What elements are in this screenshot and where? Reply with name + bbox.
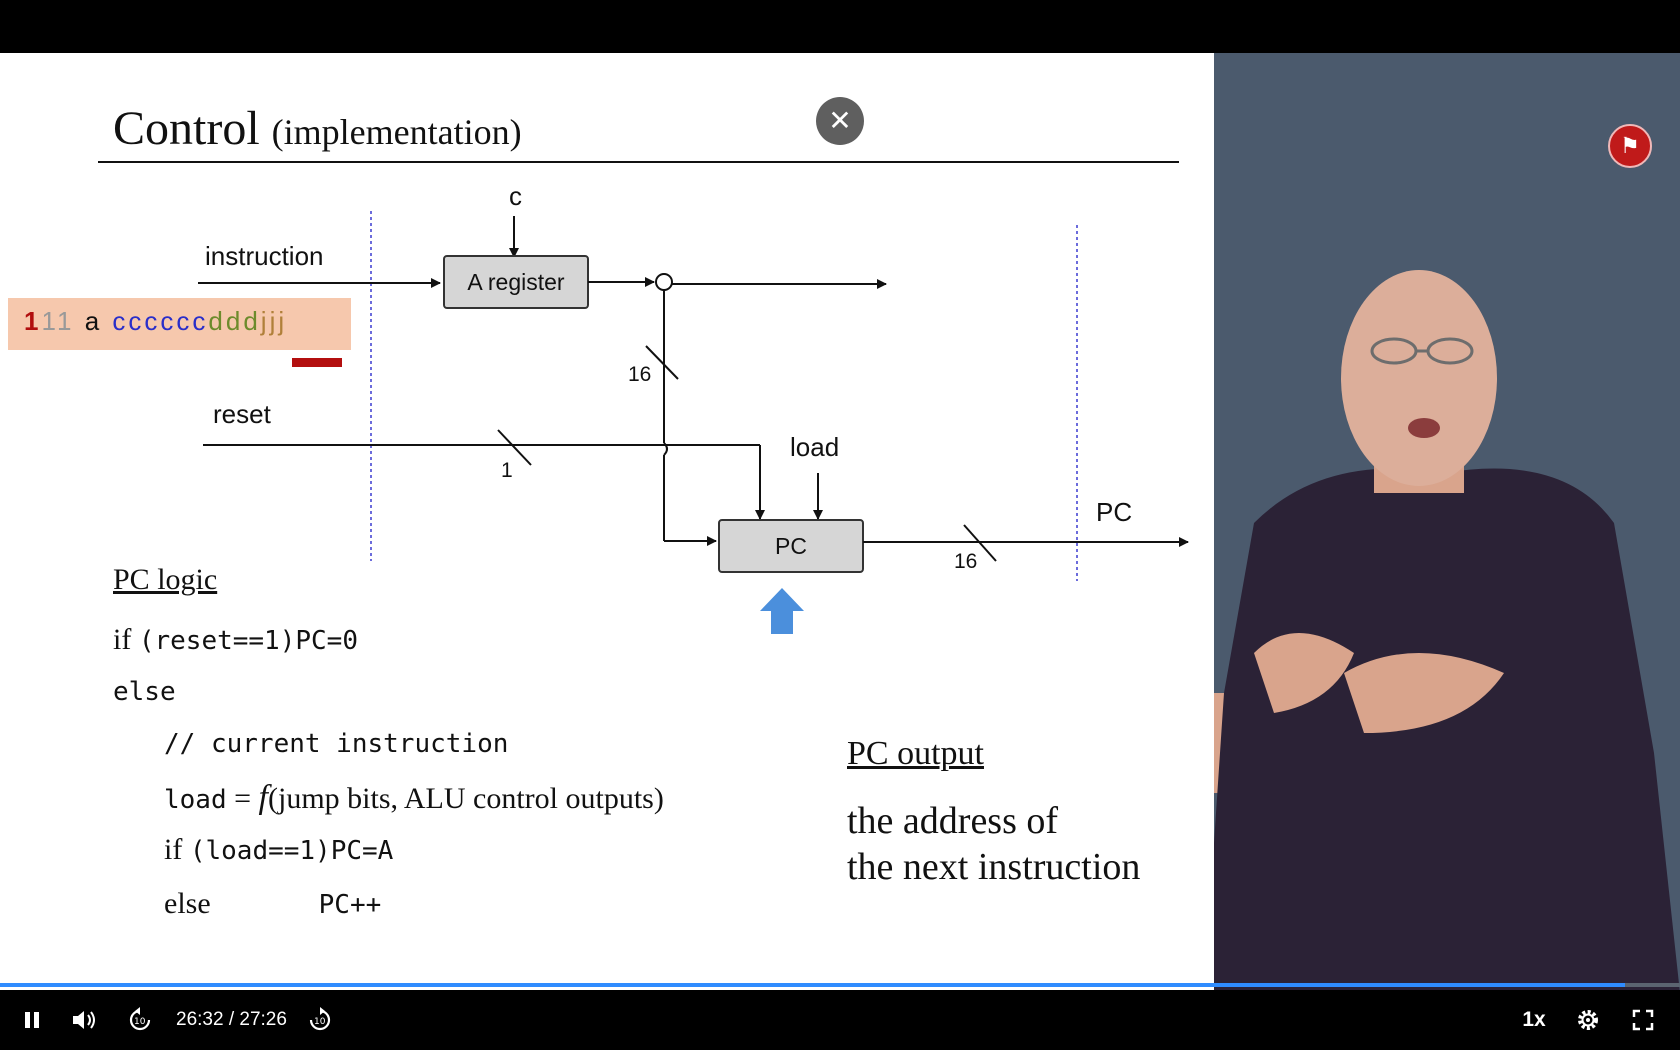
split-node: [655, 273, 673, 291]
pc-output-title: PC output: [847, 735, 984, 772]
presenter-video: [1146, 53, 1680, 993]
up-arrow-icon: [760, 588, 804, 634]
bus-slash-16b: [963, 524, 997, 562]
rewind-10-button[interactable]: 10: [120, 1000, 160, 1040]
svg-text:10: 10: [314, 1017, 326, 1027]
bus-width-1: 1: [501, 459, 513, 482]
code-line-4: load = f(jump bits, ALU control outputs): [164, 779, 664, 816]
instruction-bits: 111 a ccccccdddjjj: [24, 306, 287, 337]
slide-title: Control (implementation): [113, 101, 522, 156]
code-line-5: if (load==1)PC=A: [164, 833, 394, 866]
progress-bar[interactable]: [0, 983, 1680, 987]
slide-title-sub: (implementation): [271, 112, 522, 152]
fullscreen-button[interactable]: [1625, 1000, 1661, 1040]
pc-diagram: instruction c A register 16 reset 1: [198, 181, 1189, 634]
close-icon: ✕: [828, 105, 852, 136]
pc-box: [718, 519, 864, 573]
instruction-label: instruction: [205, 241, 324, 271]
settings-button[interactable]: [1570, 1000, 1606, 1040]
channel-logo: ⚑: [1608, 124, 1652, 168]
volume-icon: [73, 1011, 95, 1029]
forward-10-button[interactable]: 10: [300, 1000, 340, 1040]
code-line-3: // current instruction: [164, 729, 509, 759]
a-bit: a: [84, 306, 103, 336]
playback-speed-button[interactable]: 1x: [1522, 1008, 1546, 1031]
opcode-bit: 1: [24, 306, 42, 336]
bus-slash-16a: [645, 345, 679, 380]
dest-bits: ddd: [208, 306, 261, 336]
jump-bits-underline: [292, 358, 342, 367]
presenter-figure: [1146, 270, 1680, 993]
pc-logic-title: PC logic: [113, 563, 218, 596]
player-controls: 10 26:32 / 27:26 10 1x: [0, 990, 1680, 1050]
lecture-slide: Control (implementation) instruction c A…: [0, 53, 1214, 993]
load-label: load: [790, 432, 839, 462]
code-line-1: if (reset==1)PC=0: [113, 623, 358, 656]
gear-icon: [1578, 1010, 1598, 1030]
pad-bits: 11: [41, 306, 75, 336]
c-label: c: [509, 181, 522, 211]
pause-button[interactable]: [14, 1000, 50, 1040]
bus-slash-1: [497, 429, 532, 466]
pc-box-label: PC: [775, 533, 807, 559]
slide-title-main: Control: [113, 102, 260, 155]
rewind-10-icon: 10: [129, 1007, 151, 1031]
time-display: 26:32 / 27:26: [176, 1009, 287, 1030]
instruction-bits-highlight: [8, 298, 351, 350]
bus-width-16a: 16: [628, 363, 651, 386]
code-line-2: else: [113, 677, 176, 707]
volume-button[interactable]: [64, 1000, 104, 1040]
a-register-label: A register: [467, 269, 564, 295]
comp-bits: cccccc: [112, 306, 209, 336]
reset-label: reset: [213, 399, 272, 429]
title-divider: [98, 161, 1179, 163]
progress-bar-fill: [0, 983, 1626, 987]
video-frame[interactable]: Control (implementation) instruction c A…: [0, 53, 1680, 993]
bus-width-16b: 16: [954, 550, 977, 573]
svg-text:10: 10: [134, 1017, 146, 1027]
pause-icon: [25, 1012, 39, 1028]
close-button[interactable]: ✕: [816, 97, 864, 145]
pc-output-label: PC: [1096, 497, 1132, 527]
jump-bits: jjj: [260, 306, 288, 336]
fullscreen-icon: [1632, 1009, 1654, 1031]
logo-icon: ⚑: [1620, 133, 1640, 158]
pc-output-description: the address of the next instruction: [847, 800, 1141, 888]
forward-10-icon: 10: [309, 1007, 331, 1031]
